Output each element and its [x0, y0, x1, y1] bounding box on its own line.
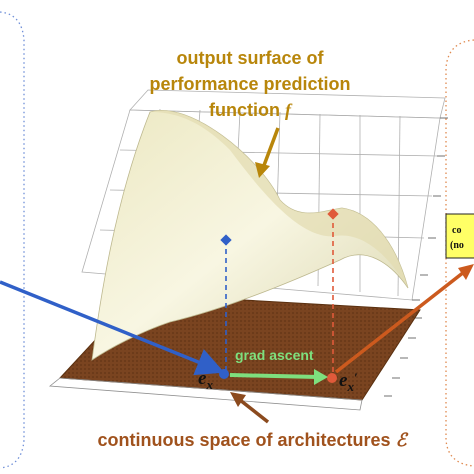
- surface-label-line3: function f: [209, 100, 293, 120]
- axes-floor-edge: [48, 377, 363, 411]
- surface-pointer-head: [255, 162, 270, 178]
- space-pointer-arrow: [238, 398, 270, 424]
- side-box-line1: co: [452, 225, 461, 236]
- surface-pointer-arrow: [261, 127, 280, 169]
- decoder-arrow-head: [458, 264, 474, 280]
- left-panel-border: [0, 11, 25, 469]
- encoder-arrow: [0, 280, 225, 376]
- surface-label-line2: performance prediction: [149, 74, 350, 94]
- plane-point-left: [219, 369, 229, 379]
- space-label: continuous space of architectures ℰ: [98, 430, 409, 450]
- surface-ridge-shade: [150, 110, 408, 288]
- point-right-label: ex′: [339, 370, 358, 394]
- plane-point-right: [327, 373, 337, 383]
- side-box: [445, 213, 474, 259]
- side-box-line2: (no: [450, 240, 464, 251]
- surface-point-left: [220, 234, 232, 246]
- grad-ascent-arrow-head: [314, 369, 328, 385]
- axis-tick-marks: [384, 117, 448, 397]
- decoder-arrow-shaft: [334, 270, 466, 374]
- point-left-label: ex: [198, 368, 213, 392]
- grad-ascent-label: grad ascent: [235, 347, 314, 363]
- grad-ascent-arrow-shaft: [229, 373, 319, 379]
- surface-label-line1: output surface of: [177, 48, 325, 68]
- space-pointer-head: [230, 392, 246, 407]
- surface-point-right: [327, 208, 339, 220]
